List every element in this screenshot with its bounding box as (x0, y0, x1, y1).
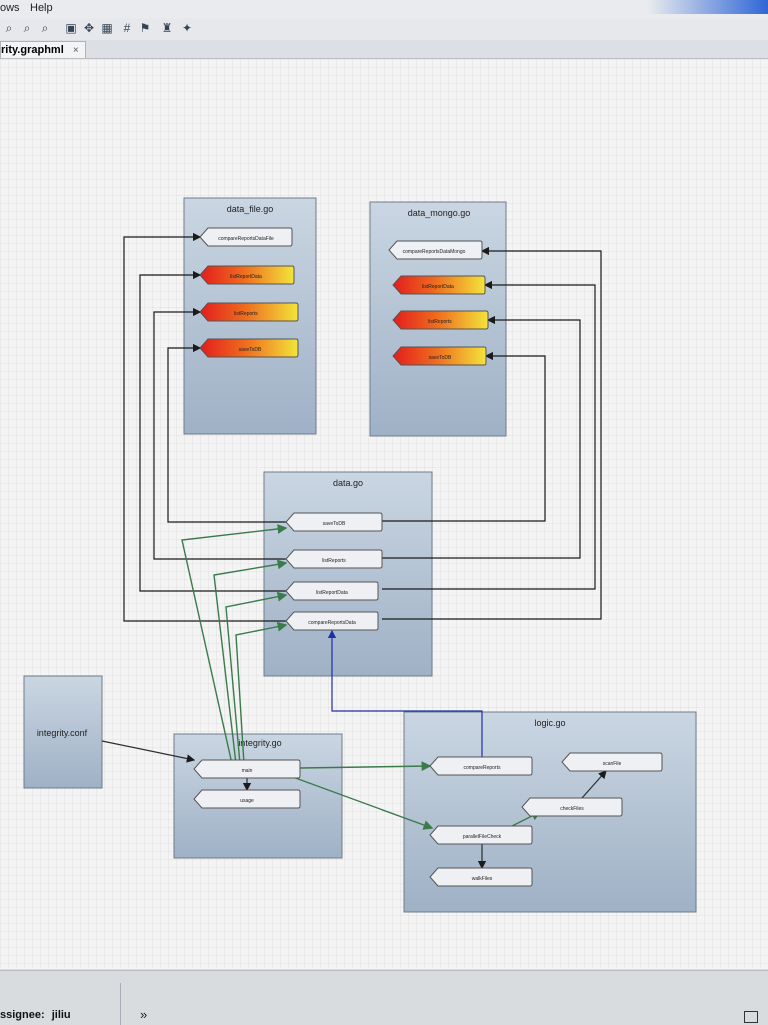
node-list-reports-file[interactable]: listReports (199, 302, 299, 322)
edges-misc (101, 629, 607, 870)
graph-diagram: data_file.go data_mongo.go data.go integ… (23, 197, 697, 913)
group-integrity[interactable]: integrity.go (173, 733, 343, 859)
node-list-report-data[interactable]: listReportData (285, 581, 379, 601)
group-title: data.go (333, 478, 363, 488)
tree-icon[interactable]: ♜ (161, 21, 173, 35)
node-compare-reports-data-mongo[interactable]: compareReportsDataMongo (388, 240, 483, 260)
zoom-out-icon[interactable]: ⌕ (23, 21, 31, 35)
node-walk-files[interactable]: walkFiles (429, 867, 533, 887)
node-label: listReportData (422, 284, 454, 290)
fit-icon[interactable]: ⌕ (41, 21, 49, 35)
node-label: usage (240, 798, 254, 804)
node-label: checkFiles (560, 806, 584, 812)
menu-help[interactable]: Help (30, 2, 53, 14)
node-label: scanFile (603, 761, 622, 767)
graph-canvas[interactable]: data_file.go data_mongo.go data.go integ… (0, 59, 768, 969)
node-label: listReports (428, 319, 452, 325)
node-list-reports[interactable]: listReports (285, 549, 383, 569)
node-label: compareReportsDataMongo (403, 249, 466, 255)
group-title: data_mongo.go (408, 208, 471, 218)
close-icon[interactable]: × (72, 45, 79, 56)
node-label: saveToDB (323, 521, 346, 527)
assignee-status: ssignee: jiliu (0, 1009, 71, 1021)
toolbar: ⌕ ⌕ ⌕ ▣ ✥ ▦ # ⚑ ♜ ✦ (0, 18, 768, 40)
node-label: parallelFileCheck (463, 834, 502, 840)
edges-to-data-mongo (382, 246, 602, 620)
flag-icon[interactable]: ⚑ (139, 21, 151, 35)
node-list-reports-mongo[interactable]: listReports (392, 310, 489, 330)
assignee-label: ssignee: (0, 1009, 45, 1021)
group-title: integrity.conf (37, 728, 88, 738)
node-parallel-file-check[interactable]: parallelFileCheck (429, 825, 533, 845)
node-label: walkFiles (472, 876, 493, 882)
group-title: data_file.go (227, 204, 274, 214)
node-label: compareReportsDataFile (218, 236, 274, 242)
node-scan-file[interactable]: scanFile (561, 752, 663, 772)
status-divider (120, 983, 121, 1025)
node-label: saveToDB (239, 347, 262, 353)
node-check-files[interactable]: checkFiles (521, 797, 623, 817)
move-icon[interactable]: ✥ (83, 21, 95, 35)
edges-to-data-file (123, 232, 286, 622)
node-main[interactable]: main (193, 759, 301, 779)
node-compare-reports-data[interactable]: compareReportsData (285, 611, 379, 631)
grid-icon[interactable]: # (123, 21, 131, 35)
group-title: integrity.go (238, 738, 281, 748)
node-label: listReportData (316, 590, 348, 596)
node-label: saveToDB (429, 355, 452, 361)
magic-icon[interactable]: ✦ (181, 21, 193, 35)
menu-bar: ows Help (0, 0, 768, 18)
node-save-to-db-mongo[interactable]: saveToDB (392, 346, 487, 366)
expand-chevron-icon[interactable]: » (140, 1007, 148, 1022)
node-label: listReports (234, 311, 258, 317)
window-accent (648, 0, 768, 14)
group-integrity-conf[interactable]: integrity.conf (23, 675, 103, 789)
node-usage[interactable]: usage (193, 789, 301, 809)
zoom-in-icon[interactable]: ⌕ (5, 21, 13, 35)
group-title: logic.go (534, 718, 565, 728)
assignee-value: jiliu (51, 1009, 71, 1021)
node-compare-reports[interactable]: compareReports (429, 756, 533, 776)
node-label: listReports (322, 558, 346, 564)
node-save-to-db[interactable]: saveToDB (285, 512, 383, 532)
status-bar: ssignee: jiliu » (0, 970, 768, 1025)
tab-graphml[interactable]: rity.graphml × (0, 41, 86, 58)
node-label: listReportData (230, 274, 262, 280)
node-label: compareReports (464, 765, 501, 771)
node-save-to-db-file[interactable]: saveToDB (199, 338, 299, 358)
node-list-report-data-mongo[interactable]: listReportData (392, 275, 486, 295)
layout-icon[interactable]: ▦ (101, 21, 113, 35)
group-data[interactable]: data.go (263, 471, 433, 677)
node-compare-reports-data-file[interactable]: compareReportsDataFile (199, 227, 293, 247)
menu-windows[interactable]: ows (0, 2, 20, 14)
node-label: compareReportsData (308, 620, 356, 626)
window-icon[interactable] (744, 1011, 758, 1023)
tab-strip: rity.graphml × (0, 40, 768, 59)
select-icon[interactable]: ▣ (65, 21, 77, 35)
node-label: main (242, 768, 253, 774)
tab-title: rity.graphml (1, 44, 64, 56)
node-list-report-data-file[interactable]: listReportData (199, 265, 295, 285)
